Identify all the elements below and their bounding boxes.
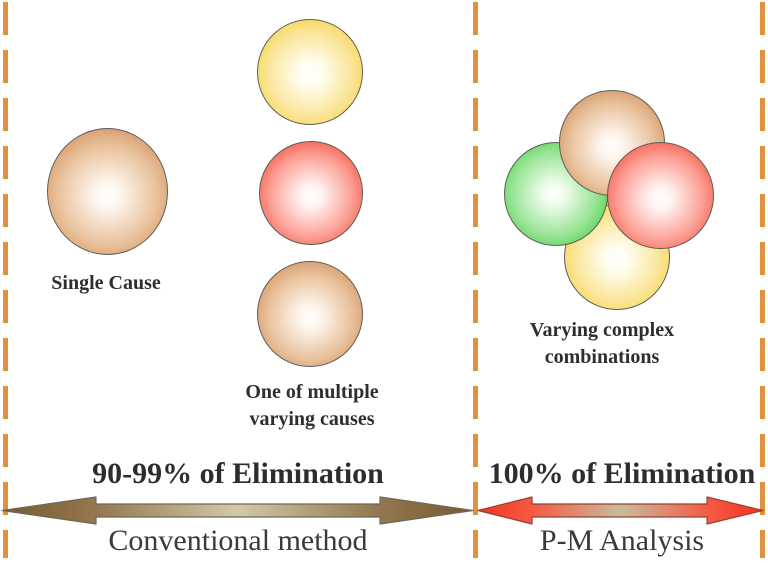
caption-line-2: combinations	[544, 346, 660, 368]
pm-arrow-shape	[477, 496, 764, 525]
multiple-causes-red-circle	[259, 141, 363, 245]
dashed-divider-middle	[473, 2, 478, 558]
pm-double-arrow	[477, 496, 764, 525]
conventional-arrow-shape	[1, 496, 474, 525]
dashed-divider-left	[3, 2, 8, 558]
caption-line-1: Varying complex	[529, 319, 675, 341]
multiple-causes-brown-circle	[257, 261, 363, 367]
caption-text: Single Cause	[51, 272, 161, 294]
multiple-causes-yellow-circle	[257, 19, 363, 125]
single-cause-circle	[47, 128, 168, 255]
multiple-causes-caption: One of multiple varying causes	[222, 379, 402, 433]
pm-heading: 100% of Elimination	[488, 457, 756, 490]
conventional-heading: 90-99% of Elimination	[92, 457, 384, 490]
complex-red-circle	[607, 142, 714, 249]
pm-analysis-label: P-M Analysis	[539, 524, 705, 557]
conventional-double-arrow	[1, 496, 474, 525]
caption-line-1: One of multiple	[245, 381, 379, 403]
conventional-method-label: Conventional method	[108, 524, 368, 557]
dashed-divider-right	[760, 2, 765, 558]
caption-line-2: varying causes	[249, 408, 375, 430]
complex-combinations-caption: Varying complex combinations	[512, 317, 692, 371]
single-cause-caption: Single Cause	[16, 270, 196, 297]
